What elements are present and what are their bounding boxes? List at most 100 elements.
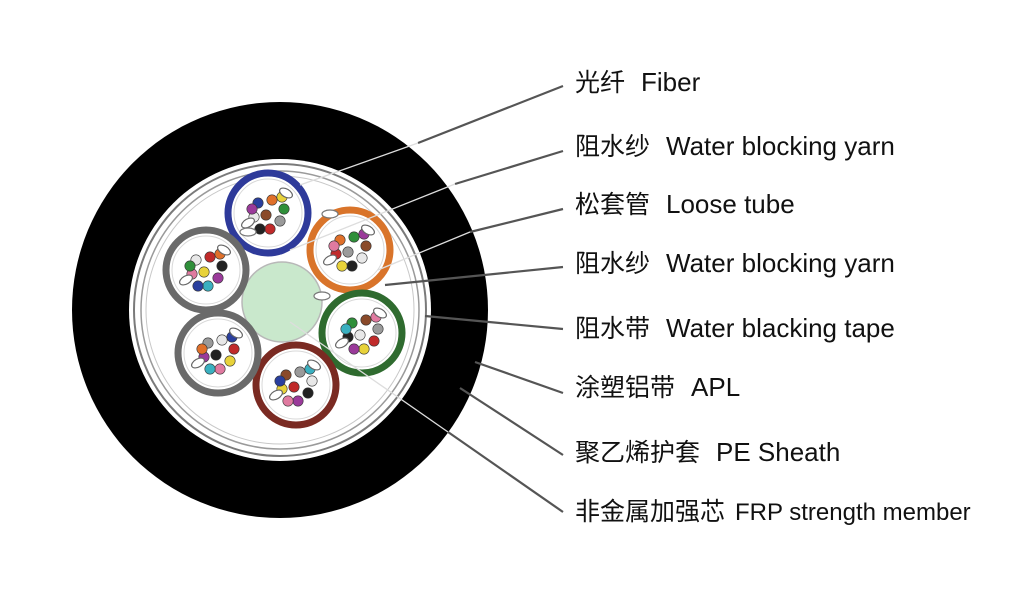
optical-fiber [210,349,222,361]
optical-fiber [294,366,306,378]
optical-fiber [368,335,380,347]
label-water-blocking-yarn-inner: 阻水纱 Water blocking yarn [575,248,895,279]
label-water-blocking-tape-cn: 阻水带 [575,314,651,343]
leader-line-inner-4 [289,321,449,433]
loose-tube-5 [174,309,262,397]
label-water-blocking-tape: 阻水带 Water blacking tape [575,313,895,344]
optical-fiber [336,260,348,272]
label-apl-cn: 涂塑铝带 [575,373,676,402]
label-water-blocking-yarn-inner-en: Water blocking yarn [666,248,895,278]
leader-line-4 [384,265,564,287]
optical-fiber [328,240,340,252]
optical-fiber [246,203,258,215]
water-blocking-yarn [335,337,349,349]
optical-fiber [212,272,224,284]
label-water-blocking-yarn-outer: 阻水纱 Water blocking yarn [575,131,895,162]
optical-fiber [356,252,368,264]
leader-lines [289,84,564,513]
optical-fiber [202,280,214,292]
optical-fiber [184,260,196,272]
optical-fiber [358,343,370,355]
label-fiber: 光纤 Fiber [575,67,700,98]
water-blocking-yarn [241,217,255,229]
optical-fiber [198,266,210,278]
leader-line-1 [417,84,564,145]
optical-fiber [214,363,226,375]
optical-fiber [306,375,318,387]
optical-fiber [204,251,216,263]
water-blocking-yarn [191,357,205,369]
water-blocking-tape-ring [140,170,420,450]
loose-tube-1 [224,169,312,257]
optical-fiber [264,223,276,235]
optical-fiber [274,375,286,387]
leader-line-3 [469,207,564,234]
label-loose-tube: 松套管 Loose tube [575,189,795,220]
water-blocking-yarn-filler [239,227,257,237]
optical-fiber [346,260,358,272]
optical-fiber [266,194,278,206]
optical-fiber [192,280,204,292]
water-blocking-yarn [179,274,193,286]
water-blocking-yarn [269,389,283,401]
water-blocking-yarn [229,327,243,339]
label-frp-strength-member-en: FRP strength member [735,499,971,526]
optical-fiber [354,329,366,341]
water-blocking-yarn [279,187,293,199]
label-water-blocking-yarn-outer-cn: 阻水纱 [575,132,651,161]
label-fiber-en: Fiber [641,67,701,97]
label-water-blocking-yarn-inner-cn: 阻水纱 [575,249,651,278]
loose-tube-inner-ring [183,318,253,388]
water-blocking-yarn [217,244,231,256]
water-blocking-yarn-filler [321,209,339,219]
optical-fiber [260,209,272,221]
leader-line-inner-1 [299,142,419,186]
optical-fiber [228,343,240,355]
label-pe-sheath-en: PE Sheath [716,437,841,467]
label-water-blocking-tape-en: Water blacking tape [666,313,895,343]
label-frp-strength-member: 非金属加强芯 FRP strength member [575,497,971,528]
leader-line-inner-2 [289,183,456,251]
water-blocking-yarn [361,224,375,236]
optical-fiber [196,343,208,355]
leader-line-2 [454,149,564,186]
loose-tube-inner-ring [233,178,303,248]
optical-fiber [274,215,286,227]
loose-tube-inner-ring [315,215,385,285]
optical-fiber [302,387,314,399]
loose-tube-6 [162,226,250,314]
optical-fiber [348,343,360,355]
label-apl-en: APL [691,372,741,402]
optical-fiber [348,231,360,243]
loose-tube-group [162,169,406,429]
optical-fiber [282,395,294,407]
loose-tube-inner-ring [171,235,241,305]
optical-fiber [372,323,384,335]
apl-layer [133,163,427,457]
optical-fiber [360,240,372,252]
optical-fiber [360,314,372,326]
label-fiber-cn: 光纤 [575,68,626,97]
label-water-blocking-yarn-outer-en: Water blocking yarn [666,131,895,161]
water-blocking-yarn [373,307,387,319]
optical-fiber [204,363,216,375]
leader-line-5 [424,314,564,331]
leader-line-7 [459,387,564,456]
label-loose-tube-en: Loose tube [666,189,795,219]
label-apl: 涂塑铝带 APL [575,372,740,403]
label-frp-strength-member-cn: 非金属加强芯 [575,497,726,526]
loose-tube-3 [318,289,406,377]
optical-fiber [254,223,266,235]
leader-line-inner-3 [377,231,471,271]
optical-fiber [224,355,236,367]
water-blocking-yarn [307,359,321,371]
water-blocking-yarn-filler [313,291,331,301]
label-pe-sheath: 聚乙烯护套 PE Sheath [575,437,840,468]
label-loose-tube-cn: 松套管 [575,190,651,219]
water-blocking-yarn [323,254,337,266]
loose-tube-4 [252,341,340,429]
label-pe-sheath-cn: 聚乙烯护套 [575,438,701,467]
loose-tube-2 [306,206,394,294]
optical-fiber [342,246,354,258]
